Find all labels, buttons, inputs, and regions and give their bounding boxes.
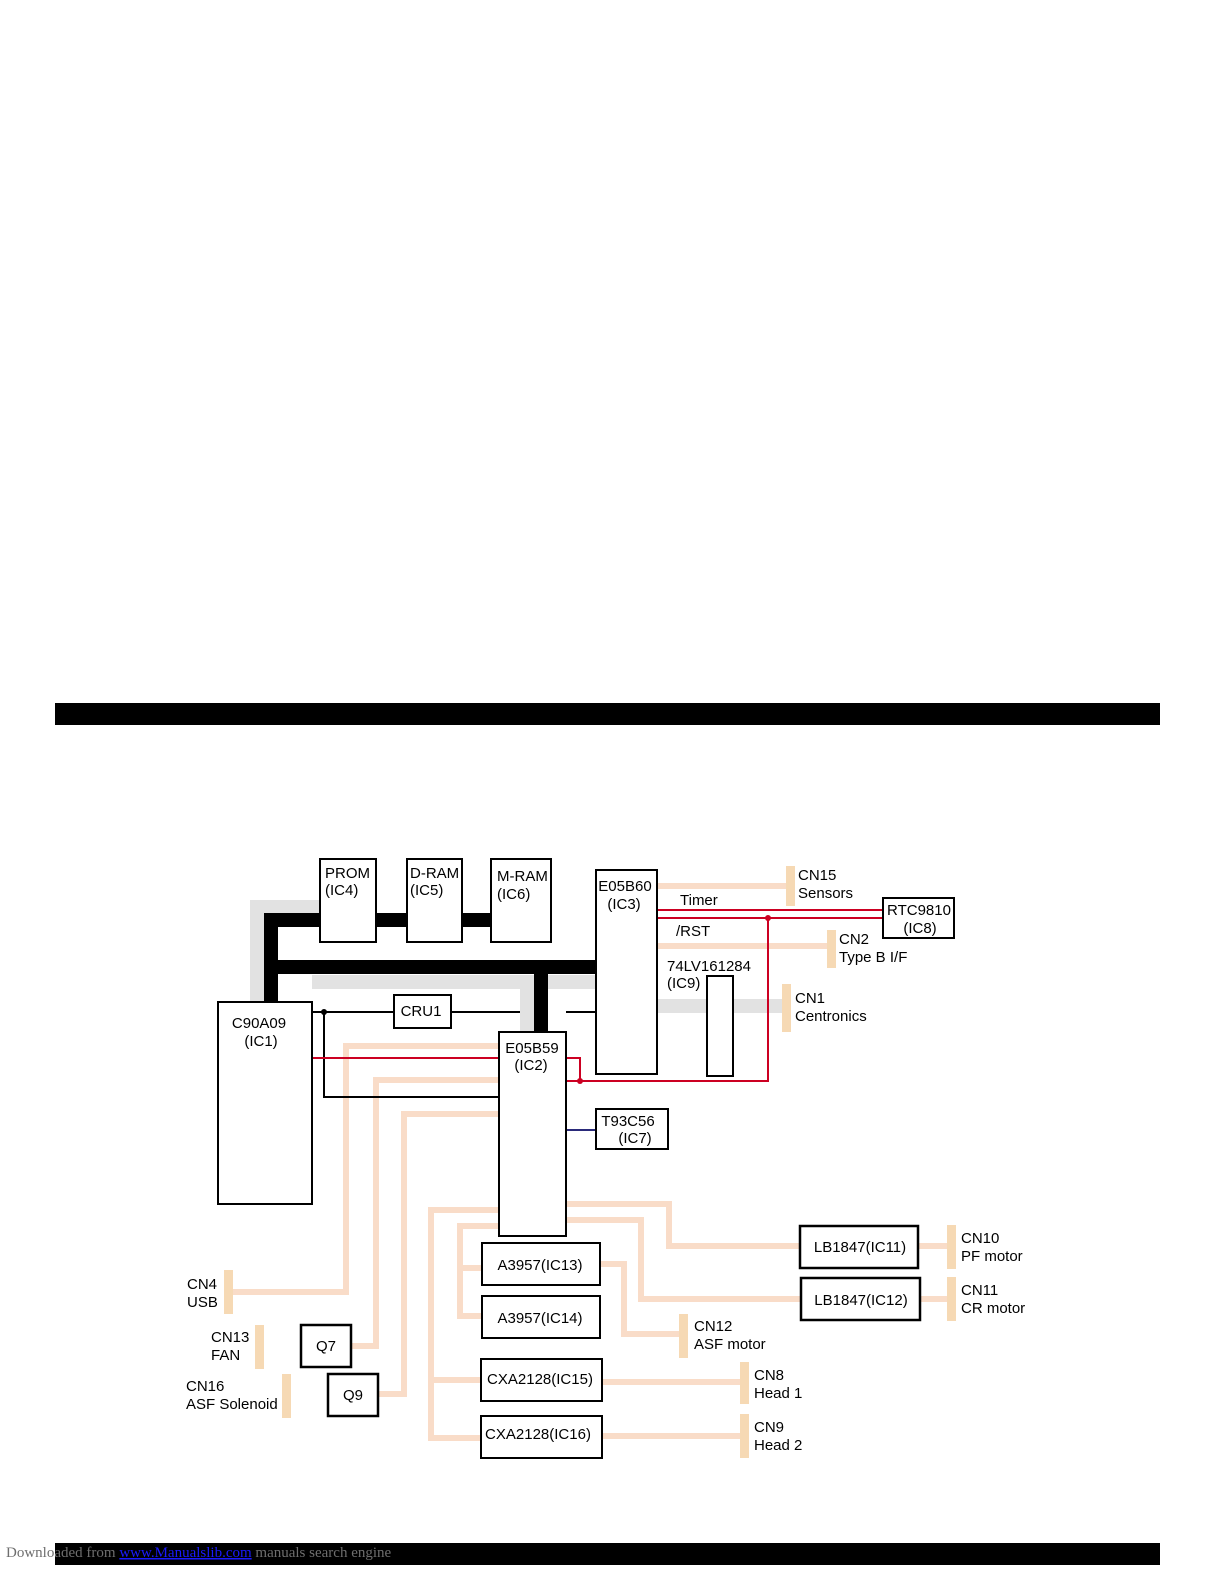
- cn8-desc: Head 1: [754, 1385, 802, 1402]
- block-label: C90A09: [232, 1015, 286, 1032]
- block-label: CXA2128(IC16): [485, 1426, 591, 1443]
- ic14-block: A3957(IC14): [481, 1295, 601, 1339]
- block-label: Q9: [343, 1387, 363, 1404]
- connector-tabs: [224, 866, 956, 1458]
- peach-signal-lines: [229, 883, 948, 1441]
- c90a09-block: C90A09 (IC1): [217, 1001, 313, 1205]
- footer-bar: [55, 1543, 1160, 1565]
- block-label: E05B60: [598, 878, 651, 895]
- t93c56-block: T93C56 (IC7): [595, 1108, 669, 1150]
- cn2-label: CN2: [839, 931, 869, 948]
- footer-prefix: Downloaded from: [6, 1545, 119, 1561]
- footer-text: Downloaded from www.Manualslib.com manua…: [6, 1545, 392, 1561]
- block-label: LB1847(IC11): [814, 1239, 906, 1256]
- block-label: CXA2128(IC15): [487, 1371, 593, 1388]
- ic12-block: LB1847(IC12): [799, 1276, 922, 1322]
- dram-block: D-RAM (IC5): [406, 858, 463, 943]
- footer-link[interactable]: www.Manualslib.com: [119, 1545, 252, 1561]
- cn4-desc: USB: [187, 1294, 218, 1311]
- junction-dot: [321, 1009, 327, 1015]
- block-label: (IC7): [618, 1130, 651, 1147]
- cn9-label: CN9: [754, 1419, 784, 1436]
- rtc-block: RTC9810 (IC8): [882, 897, 955, 939]
- cn8-label: CN8: [754, 1367, 784, 1384]
- block-label: (IC6): [497, 886, 530, 903]
- cn4-label: CN4: [187, 1276, 217, 1293]
- cn1-label: CN1: [795, 990, 825, 1007]
- block-label: D-RAM: [410, 865, 459, 882]
- connector-labels: CN15 Sensors CN2 Type B I/F CN1 Centroni…: [186, 867, 1025, 1454]
- cn15-desc: Sensors: [798, 885, 853, 902]
- cn2-desc: Type B I/F: [839, 949, 907, 966]
- cn9-desc: Head 2: [754, 1437, 802, 1454]
- block-label: (IC2): [514, 1057, 547, 1074]
- prom-block: PROM (IC4): [319, 858, 377, 943]
- ic9-block: 74LV161284 (IC9): [667, 958, 751, 1077]
- block-label: E05B59: [505, 1040, 558, 1057]
- cn10-label: CN10: [961, 1230, 999, 1247]
- block-label: M-RAM: [497, 868, 548, 885]
- block-label: 74LV161284: [667, 958, 751, 975]
- e05b60-block: E05B60 (IC3): [595, 869, 658, 1075]
- cn16-desc: ASF Solenoid: [186, 1396, 278, 1413]
- q9-block: Q9: [326, 1372, 380, 1418]
- block-label: CRU1: [401, 1003, 442, 1020]
- junction-dot: [765, 915, 771, 921]
- cru1-block: CRU1: [393, 994, 452, 1029]
- black-bus-lines: [264, 913, 596, 1032]
- block-label: PROM: [325, 865, 370, 882]
- mram-block: M-RAM (IC6): [490, 858, 552, 943]
- timer-label: Timer: [680, 892, 718, 909]
- cn1-desc: Centronics: [795, 1008, 867, 1025]
- block-label: (IC4): [325, 882, 358, 899]
- cn16-label: CN16: [186, 1378, 224, 1395]
- cn13-desc: FAN: [211, 1347, 240, 1364]
- block-label: (IC5): [410, 882, 443, 899]
- e05b59-block: E05B59 (IC2): [498, 1031, 567, 1237]
- block-label: (IC9): [667, 975, 700, 992]
- block-label: Q7: [316, 1338, 336, 1355]
- cn11-label: CN11: [961, 1282, 998, 1299]
- red-reset-lines: [312, 909, 883, 1082]
- junction-dot: [577, 1078, 583, 1084]
- cn10-desc: PF motor: [961, 1248, 1023, 1265]
- ic15-block: CXA2128(IC15): [480, 1358, 603, 1402]
- cn12-label: CN12: [694, 1318, 732, 1335]
- block-label: T93C56: [601, 1113, 654, 1130]
- thin-signal-lines: [312, 1011, 596, 1098]
- reset-label: /RST: [676, 923, 710, 940]
- gray-bus-lines: [250, 900, 785, 1032]
- block-label: LB1847(IC12): [814, 1292, 907, 1309]
- cn15-label: CN15: [798, 867, 836, 884]
- ic16-block: CXA2128(IC16): [480, 1415, 603, 1459]
- cn11-desc: CR motor: [961, 1300, 1025, 1317]
- block-label: (IC3): [607, 896, 640, 913]
- ic11-block: LB1847(IC11): [798, 1224, 920, 1270]
- footer-suffix: manuals search engine: [252, 1545, 392, 1561]
- block-label: (IC8): [903, 920, 936, 937]
- ic13-block: A3957(IC13): [481, 1242, 601, 1286]
- block-label: A3957(IC13): [497, 1257, 582, 1274]
- block-label: A3957(IC14): [497, 1310, 582, 1327]
- q7-block: Q7: [299, 1323, 353, 1369]
- cn13-label: CN13: [211, 1329, 249, 1346]
- header-bar: [55, 703, 1160, 725]
- cn12-desc: ASF motor: [694, 1336, 766, 1353]
- block-label: RTC9810: [887, 902, 951, 919]
- block-label: (IC1): [244, 1033, 277, 1050]
